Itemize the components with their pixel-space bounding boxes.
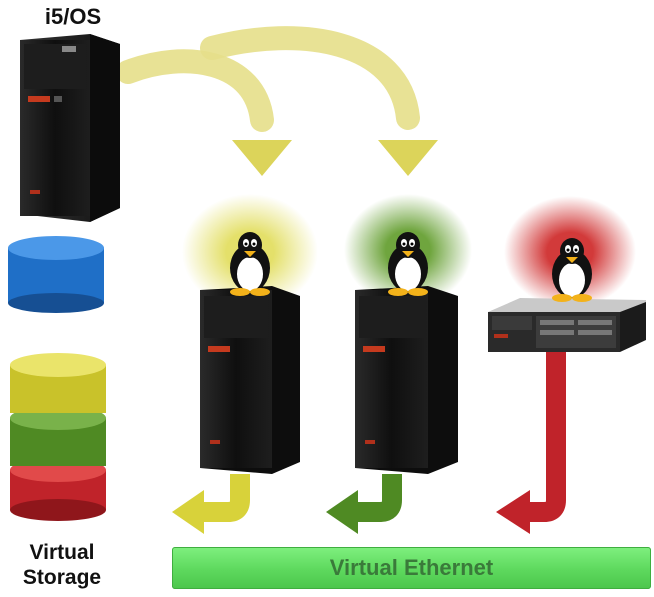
virtual-ethernet-bar: Virtual Ethernet [172,547,651,589]
os-label: i5/OS [44,4,102,29]
virtual-storage-label: Virtual Storage [6,540,118,590]
storage-disk-icon [10,353,106,413]
linux-penguin-icon [388,232,428,296]
curved-arrow-icon [200,26,438,176]
storage-disk-icon [10,406,106,466]
curved-arrow-icon [116,49,292,176]
linux-penguin-icon [552,238,592,302]
curved-arrow-icon [496,352,566,534]
virtual-ethernet-label: Virtual Ethernet [329,555,494,580]
virtual-storage-label-line1: Virtual [29,541,95,564]
storage-disk-icon [8,236,104,313]
ibm-tower-server-icon [200,286,300,474]
storage-disk-icon [10,458,106,521]
ibm-tower-server-icon [355,286,458,474]
linux-penguin-icon [230,232,270,296]
virtual-storage-label-line2: Storage [22,566,102,589]
curved-arrow-icon [326,474,402,534]
ibm-tower-server-icon [20,34,120,222]
curved-arrow-icon [172,474,250,534]
rack-server-icon [488,298,646,352]
